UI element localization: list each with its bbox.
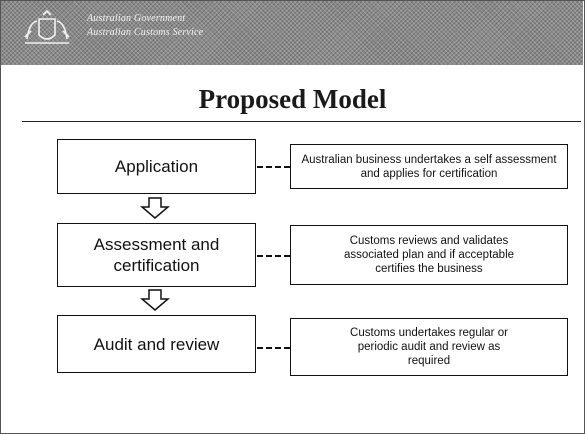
stage-audit-review: Audit and review <box>57 315 256 373</box>
down-arrow-icon <box>140 289 170 311</box>
government-name: Australian Government <box>87 13 186 24</box>
agency-name: Australian Customs Service <box>87 27 204 38</box>
down-arrow-icon <box>140 197 170 219</box>
stage-label: Assessment and certification <box>93 235 220 275</box>
stage-description: Customs undertakes regular or periodic a… <box>290 318 568 376</box>
header-banner: Australian Government Australian Customs… <box>1 1 583 65</box>
stage-assessment-certification: Assessment and certification <box>57 223 256 287</box>
description-text: Australian business undertakes a self as… <box>301 153 557 180</box>
stage-description: Australian business undertakes a self as… <box>290 144 568 189</box>
dashed-connector <box>257 166 290 168</box>
title-divider <box>22 121 581 122</box>
coat-of-arms-icon <box>24 9 70 44</box>
stage-label: Application <box>114 157 199 176</box>
slide-title: Proposed Model <box>198 84 387 114</box>
description-text: Customs reviews and validates associated… <box>343 235 515 275</box>
stage-description: Customs reviews and validates associated… <box>290 225 568 285</box>
dashed-connector <box>257 347 290 349</box>
stage-application: Application <box>57 139 256 194</box>
dashed-connector <box>257 255 290 257</box>
stage-label: Audit and review <box>93 334 220 354</box>
description-text: Customs undertakes regular or periodic a… <box>350 327 508 367</box>
